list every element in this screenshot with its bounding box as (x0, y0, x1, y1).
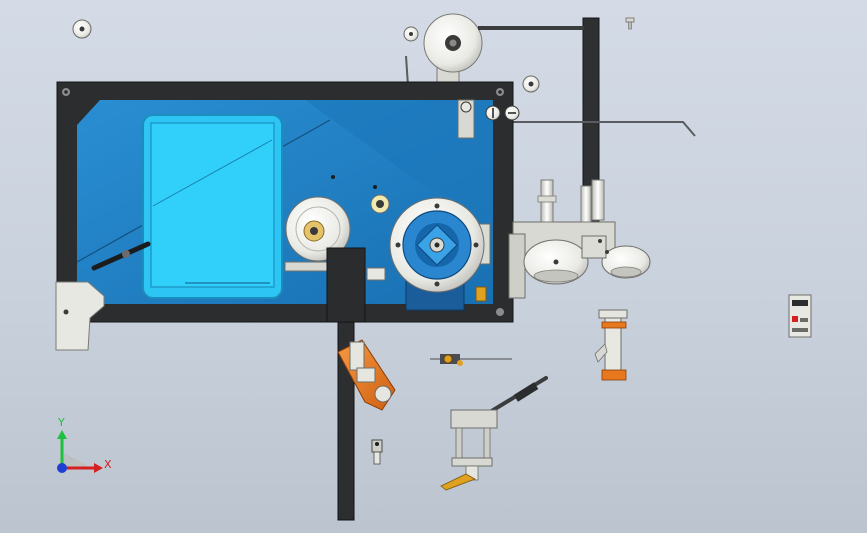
hinge-assembly[interactable] (594, 309, 628, 381)
x-axis-label: X (104, 458, 112, 471)
lever-arm[interactable] (91, 241, 151, 271)
roller-assembly[interactable] (508, 179, 651, 299)
z-axis-origin-icon (57, 463, 67, 473)
coordinate-triad: X Y (57, 416, 112, 473)
orange-clamp-part[interactable] (337, 339, 396, 411)
spacer-block[interactable] (366, 267, 386, 281)
probe-needle[interactable] (430, 354, 512, 366)
brass-fitting[interactable] (475, 286, 487, 302)
base-plate[interactable] (55, 281, 105, 351)
inspection-window[interactable] (142, 114, 283, 299)
bolt-hole (331, 175, 335, 179)
washer-part[interactable] (72, 19, 92, 39)
winding-roller[interactable] (281, 196, 351, 262)
x-axis-arrow-icon (62, 463, 103, 473)
motor-flange[interactable] (389, 197, 491, 311)
press-tool[interactable] (440, 376, 548, 491)
bolt-hole (373, 185, 377, 189)
washer-part[interactable] (522, 75, 540, 93)
sensor-module[interactable] (788, 294, 812, 338)
screw-part[interactable] (625, 17, 635, 30)
top-tension-roller[interactable] (423, 13, 483, 85)
washer-part[interactable] (403, 26, 419, 42)
y-axis-label: Y (57, 416, 65, 429)
small-pulley[interactable] (370, 194, 390, 214)
tension-bracket[interactable] (457, 99, 520, 139)
connector-pin[interactable] (371, 439, 383, 465)
